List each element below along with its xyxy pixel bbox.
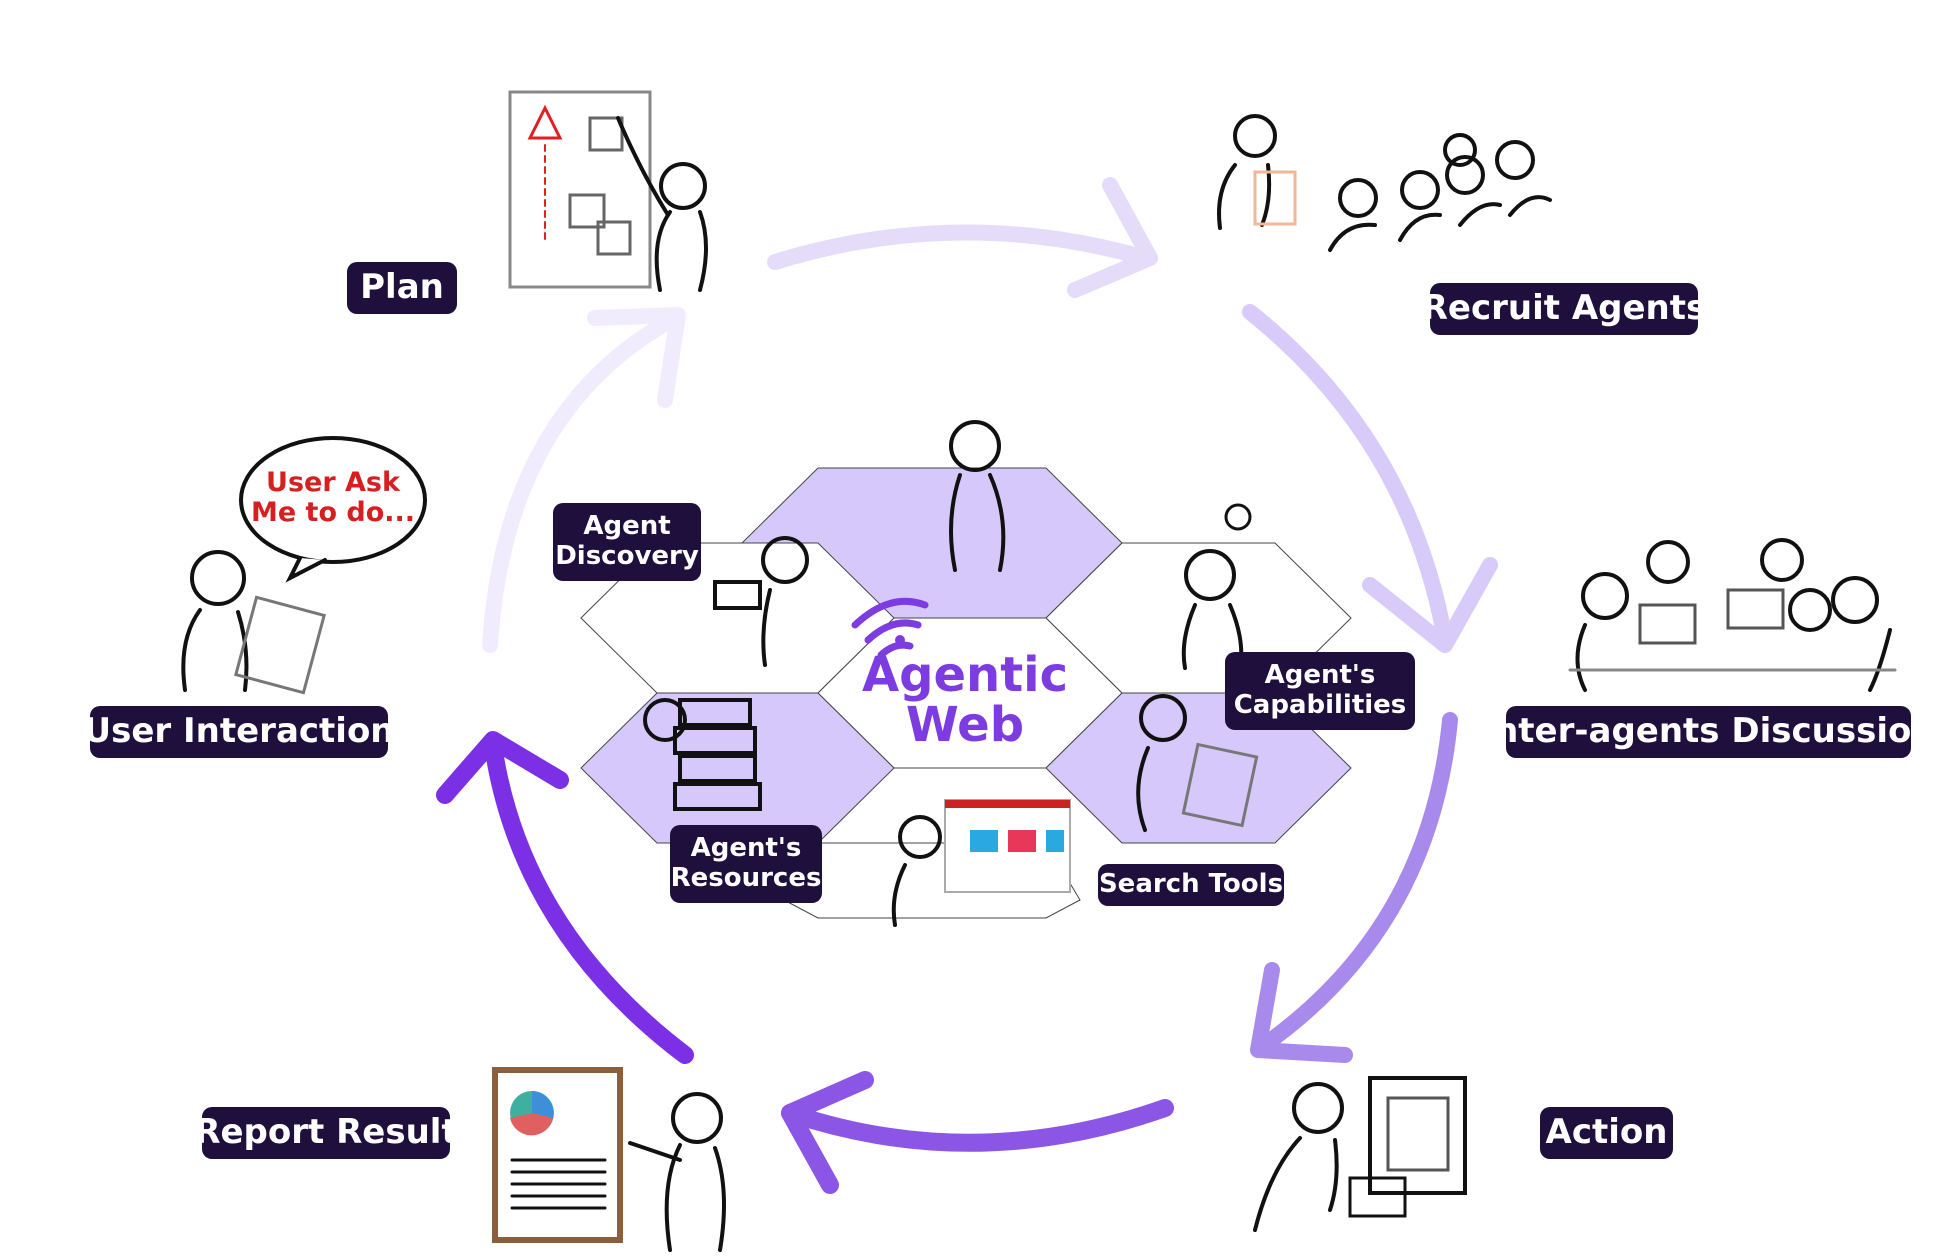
report-clipboard-icon xyxy=(492,1067,726,1252)
hex-label-discovery: Agent Discovery xyxy=(553,503,701,581)
arrowhead-recruit-to-discussion xyxy=(1362,557,1498,653)
speech-bubble-line1: User Ask xyxy=(266,467,400,498)
arrowhead-report-to-user xyxy=(436,731,569,804)
hex-label-discovery-line1: Agent xyxy=(583,511,671,542)
center-title-line2: Web xyxy=(905,697,1025,754)
arrowhead-plan-to-recruit xyxy=(1067,177,1158,298)
plan-board-icon xyxy=(508,90,708,292)
hex-figure-books xyxy=(643,698,762,811)
hex-label-resources: Agent's Resources xyxy=(670,825,822,903)
arrowhead-action-to-report xyxy=(781,1071,874,1194)
discussion-group-icon xyxy=(1568,538,1897,692)
arrow-discussion-to-action xyxy=(1252,712,1458,1056)
hex-label-capabilities-line2: Capabilities xyxy=(1233,690,1407,720)
cycle-arrows xyxy=(436,177,1498,1194)
step-discussion-label: Inter-agents Discussion xyxy=(1481,706,1936,758)
step-user-label: User Interaction xyxy=(84,706,395,758)
arrowhead-user-to-plan xyxy=(587,307,686,408)
speech-bubble-line2: Me to do... xyxy=(250,496,416,528)
wifi-icon xyxy=(851,597,929,659)
arrow-report-to-user xyxy=(484,736,694,1064)
stick-figures xyxy=(181,90,1897,1252)
user-figure-icon xyxy=(181,550,326,695)
step-report-label: Report Result xyxy=(194,1107,458,1159)
hex-figure-notes xyxy=(1136,694,1259,832)
speech-bubble xyxy=(239,436,427,564)
hex-label-resources-line2: Resources xyxy=(670,863,822,893)
speech-bubble-text: User Ask Me to do... xyxy=(243,468,423,527)
action-printer-icon xyxy=(1253,1076,1467,1232)
hex-figure-thinking xyxy=(949,420,1006,572)
hex-label-capabilities-line1: Agent's xyxy=(1264,660,1376,691)
hex-figure-binoculars xyxy=(713,536,809,667)
center-title: Agentic Web xyxy=(845,650,1085,751)
hex-figure-search xyxy=(891,799,1071,927)
hex-label-search: Search Tools xyxy=(1098,864,1284,906)
arrow-recruit-to-discussion xyxy=(1242,304,1453,648)
arrow-plan-to-recruit xyxy=(767,224,1153,270)
center-title-line1: Agentic xyxy=(861,647,1069,703)
arrow-user-to-plan xyxy=(482,310,683,653)
hex-label-discovery-line2: Discovery xyxy=(555,541,699,571)
recruit-group-icon xyxy=(1217,114,1552,252)
step-recruit-label: Recruit Agents xyxy=(1422,283,1706,335)
hex-label-capabilities: Agent's Capabilities xyxy=(1225,652,1415,730)
step-plan-label: Plan xyxy=(347,262,457,314)
step-action-label: Action xyxy=(1540,1107,1673,1159)
arrowhead-discussion-to-action xyxy=(1250,962,1353,1063)
hex-label-resources-line1: Agent's xyxy=(690,833,802,864)
arrow-action-to-report xyxy=(781,1099,1174,1152)
